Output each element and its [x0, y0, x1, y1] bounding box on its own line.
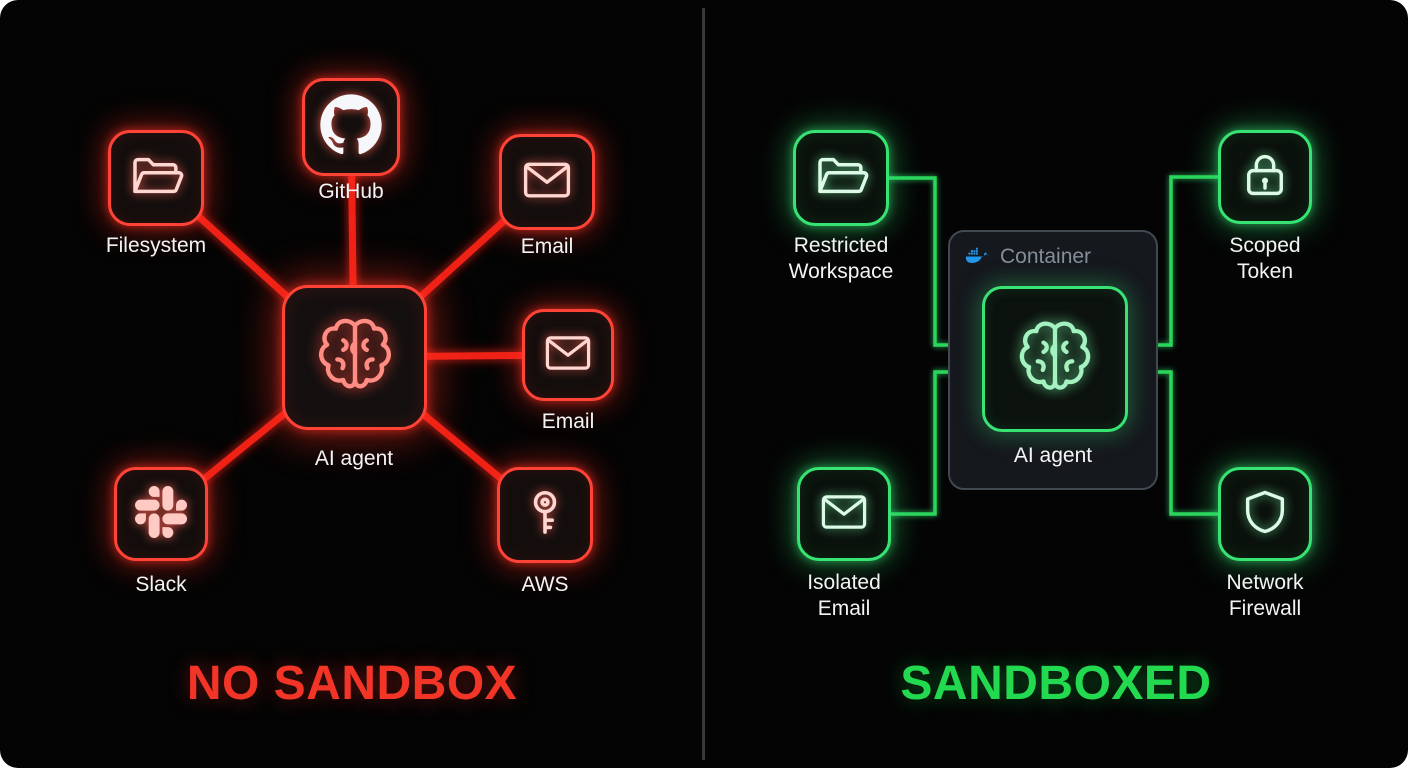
container-label: Container — [1000, 245, 1092, 268]
sandboxed-ai-agent-label: AI agent — [1013, 444, 1093, 467]
restricted-workspace-node — [793, 130, 889, 226]
slack-label: Slack — [135, 573, 187, 596]
panel-divider — [702, 8, 705, 760]
envelope-icon — [542, 327, 594, 384]
key-icon — [518, 486, 572, 545]
network-firewall-label: Network Firewall — [1226, 571, 1304, 620]
container-header: Container — [950, 232, 1156, 269]
email-top-node — [499, 134, 595, 230]
sandboxed-title: SANDBOXED — [900, 657, 1212, 710]
isolated-email-label: Isolated Email — [807, 571, 881, 620]
docker-icon — [965, 247, 991, 267]
container-box: Container AI agent — [948, 230, 1158, 490]
ai-agent-label: AI agent — [314, 447, 394, 470]
slack-icon — [135, 485, 187, 543]
network-firewall-node — [1218, 467, 1312, 561]
scoped-token-node — [1218, 130, 1312, 224]
email-right-label: Email — [541, 410, 595, 433]
brain-icon — [308, 308, 402, 407]
no-sandbox-title: NO SANDBOX — [186, 657, 518, 710]
no-sandbox-panel: Filesystem GitHub Email — [105, 78, 614, 710]
slack-node — [114, 467, 208, 561]
isolated-email-node — [797, 467, 891, 561]
github-node — [302, 78, 400, 176]
lock-icon — [1239, 149, 1291, 206]
aws-node — [497, 467, 593, 563]
ai-agent-node — [282, 285, 427, 430]
envelope-icon — [818, 486, 870, 543]
aws-label: AWS — [521, 573, 569, 596]
github-icon — [319, 93, 383, 162]
brain-icon — [1009, 311, 1101, 408]
sandboxed-panel: Restricted Workspace Scoped Token — [704, 0, 1408, 768]
folder-icon — [128, 148, 184, 209]
restricted-workspace-label: Restricted Workspace — [788, 234, 894, 283]
envelope-icon — [520, 153, 574, 212]
shield-icon — [1239, 486, 1291, 543]
email-right-node — [522, 309, 614, 401]
scoped-token-label: Scoped Token — [1229, 234, 1301, 283]
github-label: GitHub — [318, 180, 384, 203]
email-top-label: Email — [520, 235, 574, 258]
folder-icon — [813, 148, 869, 209]
filesystem-node — [108, 130, 204, 226]
filesystem-label: Filesystem — [105, 234, 207, 257]
sandboxed-ai-agent-node — [982, 286, 1128, 432]
